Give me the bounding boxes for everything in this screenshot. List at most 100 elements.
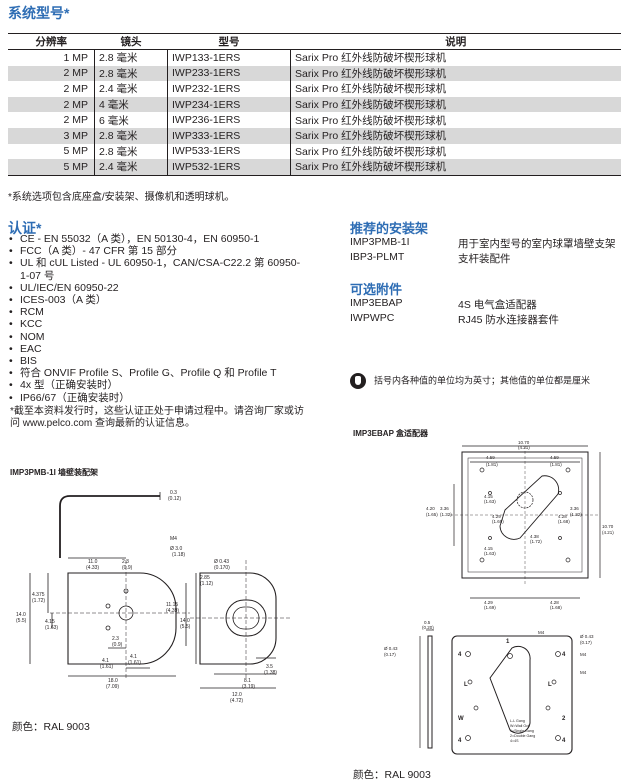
dim-label: (7.09) <box>106 684 119 690</box>
list-item: RCM <box>8 306 308 318</box>
dim-label: 14.0 <box>180 618 190 624</box>
mount-model-1: IMP3PMB-1I <box>350 236 410 248</box>
dim-label: 10.70 <box>518 440 530 445</box>
dim-label: 4.59 <box>550 455 559 460</box>
dim-label: 4.375 <box>32 592 45 598</box>
cell-lens: 2.8 毫米 <box>94 127 168 144</box>
cell-lens: 2.4 毫米 <box>94 81 168 97</box>
dim-label: (0.20) <box>422 625 434 630</box>
cell-model: IWP236-1ERS <box>167 112 291 128</box>
plate-mark: 4 <box>562 738 566 744</box>
plate-text: L-L Gang <box>510 719 525 723</box>
cell-model: IWP233-1ERS <box>167 65 291 82</box>
cell-lens: 2.8 毫米 <box>94 49 168 66</box>
list-item: CE - EN 55032（A 类），EN 50130-4，EN 60950-1 <box>8 233 308 245</box>
cell-lens: 6 毫米 <box>94 112 168 128</box>
dim-label: 0.3 <box>170 490 177 496</box>
dim-label: 4.28 <box>550 600 559 605</box>
dim-label: (1.68) <box>550 605 562 610</box>
cell-description: Sarix Pro 红外线防破坏楔形球机 <box>290 112 621 128</box>
systems-note: *系统选项包含底座盒/安装架、摄像机和透明球机。 <box>8 192 235 203</box>
dim-label: 4.20 <box>426 506 435 511</box>
dim-label: 11.15 <box>166 602 178 608</box>
list-item: 4x 型（正确安装时） <box>8 379 308 391</box>
dim-label: (5.5) <box>16 618 27 624</box>
list-item: 符合 ONVIF Profile S、Profile G、Profile Q 和… <box>8 367 308 379</box>
cell-description: Sarix Pro 红外线防破坏楔形球机 <box>290 127 621 144</box>
dim-label: (1.12) <box>200 581 213 587</box>
dim-label: (4.39) <box>166 608 179 614</box>
list-item: EAC <box>8 343 308 355</box>
cell-description: Sarix Pro 红外线防破坏楔形球机 <box>290 143 621 160</box>
dim-label: (1.61) <box>128 660 141 666</box>
dim-label: 12.0 <box>232 692 242 698</box>
cell-model: IWP133-1ERS <box>167 49 291 66</box>
plate-mark: 1 <box>506 639 510 645</box>
certifications-list: CE - EN 55032（A 类），EN 50130-4，EN 60950-1… <box>8 233 308 404</box>
dim-label: (1.81) <box>550 462 562 467</box>
dim-label: 2.3 <box>122 559 129 565</box>
plate-text: 4=4S <box>510 739 519 743</box>
units-note: 括号内各种值的单位均为英寸；其他值的单位都是厘米 <box>350 373 590 389</box>
cell-resolution: 2 MP <box>8 112 95 128</box>
dim-label: 8.1 <box>244 678 251 684</box>
dim-label: M4 <box>538 630 545 635</box>
cell-resolution: 1 MP <box>8 49 95 66</box>
dim-label: (4.21) <box>602 530 614 535</box>
dim-label: 14.0 <box>16 612 26 618</box>
cell-lens: 4 毫米 <box>94 96 168 113</box>
mount-desc-2: 支杆装配件 <box>458 253 511 265</box>
cell-resolution: 5 MP <box>8 159 95 176</box>
dim-label: 4.29 <box>484 600 493 605</box>
plate-text: W=Wall Oct. <box>510 724 530 728</box>
cell-lens: 2.4 毫米 <box>94 159 168 176</box>
dim-label: (0.17) <box>384 652 396 657</box>
hand-pointer-icon <box>350 373 366 389</box>
plate-mark: 4 <box>458 652 462 658</box>
dim-label: 2.3 <box>112 636 119 642</box>
cell-description: Sarix Pro 红外线防破坏楔形球机 <box>290 49 621 66</box>
dim-label: 4.1 <box>130 654 137 660</box>
dim-label: 18.0 <box>108 678 118 684</box>
dim-label: (4.72) <box>230 698 243 704</box>
cell-description: Sarix Pro 红外线防破坏楔形球机 <box>290 159 621 176</box>
dim-label: (1.72) <box>32 598 45 604</box>
list-item: UL/IEC/EN 60950-22 <box>8 282 308 294</box>
dim-label: 3.5 <box>266 664 273 670</box>
dim-label: (1.69) <box>484 605 496 610</box>
dim-label: 10.70 <box>602 524 614 529</box>
dim-label: (0.12) <box>168 496 181 502</box>
list-item: UL 和 cUL Listed - UL 60950-1，CAN/CSA-C22… <box>8 257 308 281</box>
list-item: BIS <box>8 355 308 367</box>
plate-text: 2=Double Gang <box>510 734 535 738</box>
accessory-desc-2: RJ45 防水连接器套件 <box>458 314 559 326</box>
plate-mark: L <box>464 682 468 688</box>
dim-label: M4 <box>170 536 177 542</box>
dim-label: M4 <box>580 670 587 675</box>
systems-title: 系统型号* <box>8 5 70 21</box>
cell-lens: 2.8 毫米 <box>94 143 168 160</box>
drawing-left-color: 颜色：RAL 9003 <box>12 721 90 733</box>
cell-model: IWP532-1ERS <box>167 159 291 176</box>
dim-label: Ø 3.0 <box>170 546 182 552</box>
dim-label: (4.33) <box>86 565 99 571</box>
dim-label: (1.61) <box>100 664 113 670</box>
dim-label: 3.36 <box>440 506 449 511</box>
drawing-right-color: 颜色：RAL 9003 <box>353 769 431 781</box>
cell-resolution: 3 MP <box>8 127 95 144</box>
plate-text: 1=Single Gang <box>510 729 534 733</box>
dim-label: (3.19) <box>242 684 255 690</box>
dim-label: (5.5) <box>180 624 191 630</box>
cell-resolution: 5 MP <box>8 143 95 160</box>
dim-label: (1.32) <box>570 512 582 517</box>
dim-label: (0.170) <box>214 565 230 571</box>
cell-lens: 2.8 毫米 <box>94 65 168 82</box>
col-header-description: 说明 <box>290 33 621 50</box>
cell-model: IWP533-1ERS <box>167 143 291 160</box>
cell-description: Sarix Pro 红外线防破坏楔形球机 <box>290 96 621 113</box>
